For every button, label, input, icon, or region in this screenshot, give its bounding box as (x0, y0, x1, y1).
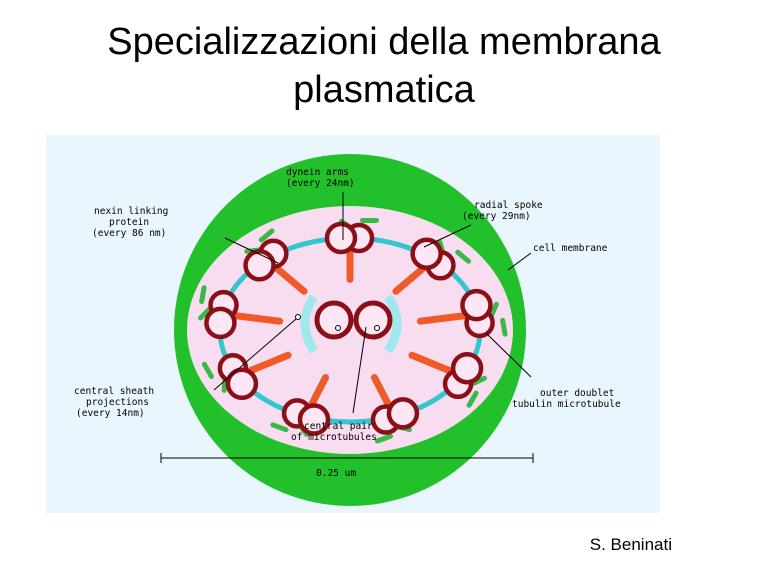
label-cell-membrane: cell membrane (533, 243, 608, 254)
central-sheath-left (300, 294, 318, 354)
a-tubule (225, 367, 259, 401)
label-tubulin-microtubule: tubulin microtubule (512, 399, 621, 410)
author-credit: S. Beninati (589, 535, 672, 554)
dynein-arm (500, 317, 508, 337)
label-dynein-arms: dynein arms (286, 167, 349, 178)
label-nexin: nexin linking (94, 206, 168, 217)
label-central-pair: central pair (304, 421, 373, 432)
a-tubule (460, 288, 493, 322)
dynein-arm (471, 375, 487, 386)
slide-title-line-2: plasmatica (293, 69, 475, 111)
label-nexin-spacing: (every 86 nm) (92, 228, 166, 239)
label-radial-spoke: radial spoke (474, 200, 543, 211)
outer-doublets (204, 221, 495, 436)
central-sheath-right (384, 294, 402, 354)
label-sheath-spacing: (every 14nm) (76, 408, 145, 419)
label-outer-doublet: outer doublet (540, 388, 614, 399)
axoneme-cross-section: dynein arms (every 24nm) nexin linking p… (74, 154, 621, 506)
dynein-arm (374, 433, 394, 444)
dynein-arm (270, 422, 289, 433)
dynein-arm (258, 228, 275, 243)
dynein-arm (199, 285, 207, 305)
label-nexin-protein: protein (109, 217, 149, 228)
a-tubule (243, 249, 276, 282)
slide-title-line-1: Specializzazioni della membrana (107, 21, 661, 63)
leader-lines (213, 192, 532, 414)
central-pair-marker (374, 325, 380, 331)
scale-bar-label: 0.25 um (316, 468, 356, 479)
dynein-arm (201, 361, 214, 379)
central-microtubule-right (353, 300, 393, 340)
dynein-arm (455, 249, 472, 264)
dynein-arm (489, 301, 499, 318)
sheath-marker (295, 314, 301, 320)
a-tubule (410, 237, 443, 270)
label-sheath-projections: projections (86, 397, 149, 408)
dynein-arm (198, 306, 212, 321)
a-tubule (450, 351, 484, 385)
label-radial-spoke-spacing: (every 29nm) (462, 211, 531, 222)
axoneme-diagram: dynein arms (every 24nm) nexin linking p… (46, 135, 660, 513)
label-central-sheath: central sheath (74, 386, 154, 397)
label-central-pair-microtubules: of microtubules (291, 432, 377, 443)
scale-bar (160, 453, 534, 463)
central-pair-marker (335, 325, 341, 331)
a-tubule (204, 306, 237, 340)
a-tubule (324, 221, 358, 255)
dynein-arm (466, 390, 479, 408)
central-microtubule-left (314, 300, 354, 340)
slide-title: Specializzazioni della membrana plasmati… (0, 18, 768, 114)
a-tubule (297, 403, 331, 436)
label-dynein-arms-spacing: (every 24nm) (286, 178, 355, 189)
a-tubule (386, 397, 420, 430)
